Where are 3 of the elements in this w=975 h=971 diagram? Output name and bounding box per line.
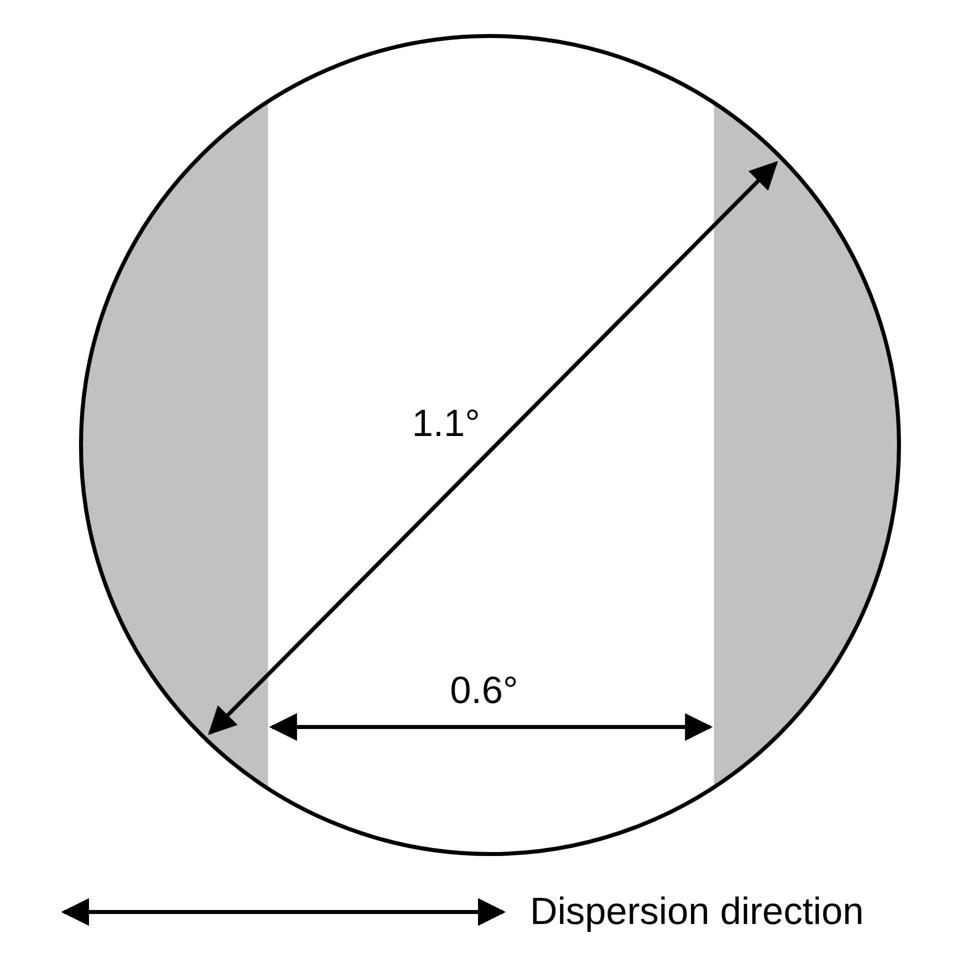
direction-label: Dispersion direction xyxy=(530,893,864,931)
dimension-label: 1.1° xyxy=(412,405,480,443)
dimension-label: 0.6° xyxy=(450,672,518,710)
